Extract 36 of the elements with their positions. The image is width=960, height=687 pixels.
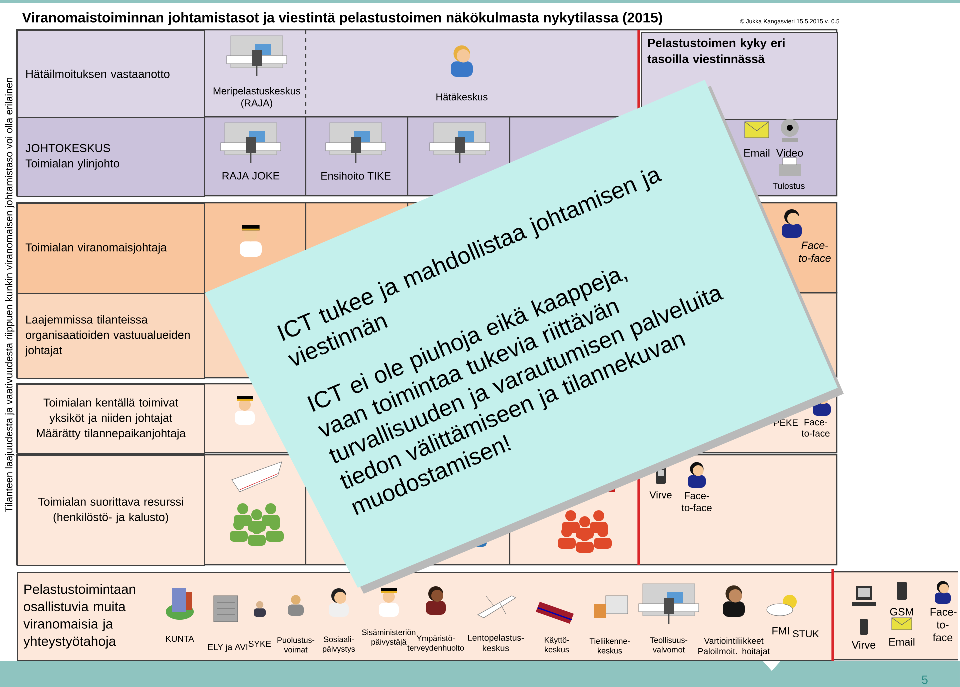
icon-caption: Hätäkeskus	[436, 93, 488, 101]
row-header: Toimialan viranomaisjohtaja	[17, 203, 206, 294]
icon-caption: KUNTA	[166, 636, 194, 642]
title: Viranomaistoiminnan johtamistasot ja viestintä pelastustoimen näkökulmasta nykytilassa (2015)	[22, 12, 662, 26]
icon-caption: Meripelastuskeskus (RAJA)	[214, 87, 301, 109]
icon-caption: Face-to-face	[682, 492, 712, 512]
icon-caption: Email	[890, 638, 915, 646]
row-header: Toimialan suorittava resurssi (henkilöstö- ja kalusto)	[17, 455, 206, 566]
icon-caption: Käyttö-keskus	[544, 637, 570, 653]
row-header: Toimialan kentällä toimivat yksiköt ja niiden johtajat Määrätty tilannepaikanjohtaja	[17, 384, 206, 454]
icon-caption: Email	[744, 149, 770, 157]
icon-caption: Lentopelastus-keskus	[468, 634, 524, 652]
icon-caption: RAJA JOKE	[222, 172, 280, 180]
row-header: Laajemmissa tilanteissa organisaatioiden vastuualueiden johtajat	[17, 293, 206, 380]
side-note: Tilanteen laajuudesta ja vaativuudesta riippuen kunkin viranomaisen johtamistaso voi olla erilainen	[5, 78, 15, 512]
row-header: JOHTOKESKUS Toimialan ylinjohto	[17, 117, 206, 198]
page-number: 5	[922, 676, 928, 684]
icon-caption: Face-to-face	[802, 419, 830, 437]
icon-caption: Virve	[650, 491, 672, 499]
icon-caption: FMI	[772, 627, 790, 635]
row-header: Hätäilmoituksen vastaanotto	[17, 30, 206, 118]
icon-caption: Tieliikenne-keskus	[590, 638, 630, 654]
icon-caption: Puolustus-voimat	[278, 637, 315, 653]
icon-caption: Video	[776, 149, 804, 157]
icon-caption: Ensihoito TIKE	[322, 172, 391, 180]
icon-caption: Face-to-face	[930, 608, 957, 642]
icon-caption: SYKE	[248, 640, 272, 648]
icon-caption: GSM	[890, 608, 914, 616]
icon-caption: Tulostus	[772, 182, 805, 190]
icon-caption: STUK	[793, 630, 820, 638]
icon-caption: Vartiointiliikkeet Paloilmoit. hoitajat	[698, 638, 770, 656]
icon-caption: Virve	[852, 641, 876, 649]
icon-caption: Face-to-face	[799, 242, 831, 262]
icon-caption: Teollisuus-valvomot	[650, 637, 688, 653]
icon-caption: Sosiaali-päivystys	[323, 636, 356, 654]
icon-caption: ELY ja AVI	[208, 644, 248, 652]
